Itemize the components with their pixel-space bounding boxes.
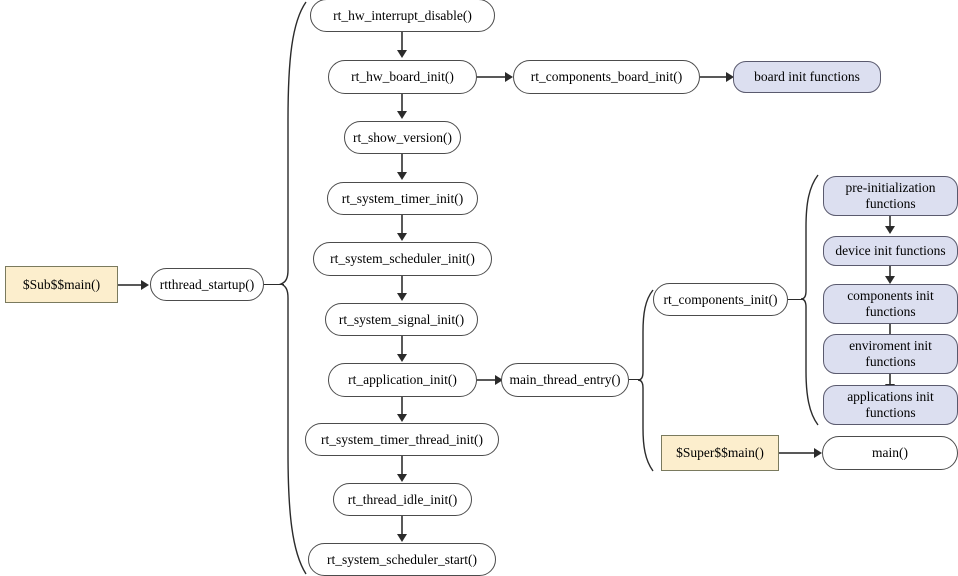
- node-rtthread-startup[interactable]: rtthread_startup(): [150, 268, 264, 301]
- node-rt-application-init[interactable]: rt_application_init(): [328, 363, 477, 397]
- edge-seq-2-3-arrowhead: [397, 172, 407, 180]
- edge-startup-to-brace: [264, 284, 284, 286]
- edge-init-1-2-arrowhead: [885, 276, 895, 284]
- edge-sub-main-to-startup: [118, 284, 143, 286]
- node-rt-components-init[interactable]: rt_components_init(): [653, 283, 788, 316]
- node-rt-system-scheduler-start[interactable]: rt_system_scheduler_start(): [308, 543, 496, 576]
- node-rt-show-version[interactable]: rt_show_version(): [344, 121, 461, 154]
- edge-application-init-to-main-thread-entry: [477, 379, 498, 381]
- edge-seq-6-7: [401, 397, 403, 416]
- edge-init-2-3: [889, 324, 891, 336]
- node-super-main[interactable]: $Super$$main(): [661, 435, 779, 471]
- edge-seq-0-1: [401, 32, 403, 52]
- edge-init-0-1: [889, 216, 891, 228]
- edge-super-main-to-main-arrowhead: [814, 448, 822, 458]
- node-board-init-functions[interactable]: board init functions: [733, 61, 881, 93]
- edge-seq-1-2-arrowhead: [397, 111, 407, 119]
- node-rt-hw-interrupt-disable[interactable]: rt_hw_interrupt_disable(): [310, 0, 495, 32]
- edge-seq-6-7-arrowhead: [397, 414, 407, 422]
- edge-components-board-init-to-board-funcs-arrowhead: [726, 72, 734, 82]
- edge-seq-4-5: [401, 276, 403, 295]
- edge-seq-8-9-arrowhead: [397, 534, 407, 542]
- edge-seq-5-6: [401, 336, 403, 355]
- edge-board-init-to-components-board-init-arrowhead: [505, 72, 513, 82]
- edge-seq-3-4-arrowhead: [397, 233, 407, 241]
- edge-sub-main-to-startup-arrowhead: [141, 280, 149, 290]
- edge-main-thread-entry-to-brace: [629, 379, 641, 381]
- node-rt-system-scheduler-init[interactable]: rt_system_scheduler_init(): [313, 242, 492, 276]
- brace-init-functions-group: [800, 173, 822, 427]
- edge-init-1-2: [889, 266, 891, 278]
- node-rt-components-board-init[interactable]: rt_components_board_init(): [513, 60, 700, 94]
- node-rt-thread-idle-init[interactable]: rt_thread_idle_init(): [333, 483, 472, 516]
- edge-seq-2-3: [401, 154, 403, 173]
- edge-application-init-to-main-thread-entry-arrowhead: [495, 375, 503, 385]
- edge-components-init-to-brace: [788, 299, 804, 301]
- node-pre-initialization-functions[interactable]: pre-initialization functions: [823, 176, 958, 216]
- node-sub-main[interactable]: $Sub$$main(): [5, 266, 118, 303]
- node-enviroment-init-functions[interactable]: enviroment init functions: [823, 334, 958, 374]
- edge-seq-5-6-arrowhead: [397, 354, 407, 362]
- node-rt-system-timer-init[interactable]: rt_system_timer_init(): [327, 182, 478, 215]
- node-main[interactable]: main(): [822, 436, 958, 470]
- edge-super-main-to-main: [779, 452, 817, 454]
- edge-init-3-4: [889, 374, 891, 386]
- node-rt-system-timer-thread-init[interactable]: rt_system_timer_thread_init(): [305, 423, 499, 456]
- edge-seq-4-5-arrowhead: [397, 293, 407, 301]
- brace-startup-sequence: [279, 0, 310, 576]
- edge-seq-0-1-arrowhead: [397, 50, 407, 58]
- brace-main-thread-entry-group: [637, 288, 657, 473]
- edge-seq-7-8: [401, 456, 403, 475]
- edge-seq-1-2: [401, 94, 403, 113]
- node-components-init-functions[interactable]: components init functions: [823, 284, 958, 324]
- node-rt-system-signal-init[interactable]: rt_system_signal_init(): [325, 303, 478, 336]
- node-device-init-functions[interactable]: device init functions: [823, 236, 958, 266]
- edge-seq-8-9: [401, 516, 403, 535]
- edge-seq-3-4: [401, 215, 403, 234]
- node-main-thread-entry[interactable]: main_thread_entry(): [501, 363, 629, 397]
- edge-init-0-1-arrowhead: [885, 226, 895, 234]
- edge-board-init-to-components-board-init: [477, 76, 508, 78]
- node-applications-init-functions[interactable]: applications init functions: [823, 385, 958, 425]
- node-rt-hw-board-init[interactable]: rt_hw_board_init(): [328, 60, 477, 94]
- edge-seq-7-8-arrowhead: [397, 474, 407, 482]
- edge-components-board-init-to-board-funcs: [700, 76, 729, 78]
